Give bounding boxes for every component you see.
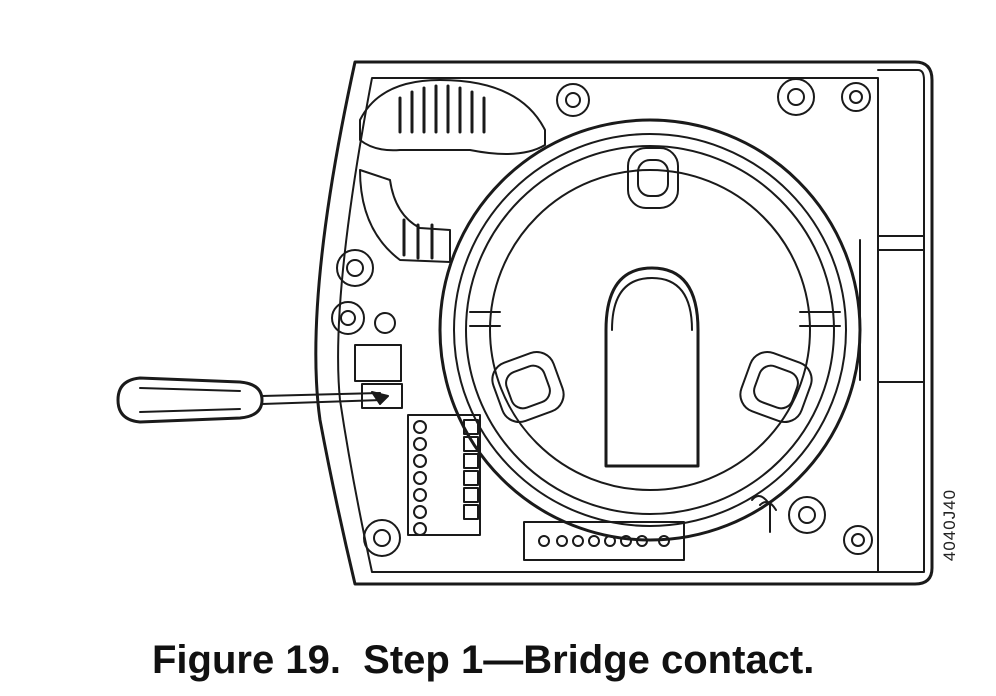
screw-icon <box>556 83 590 117</box>
screw-icon <box>843 525 873 555</box>
screw-icon <box>777 78 815 116</box>
housing-screws <box>331 78 873 557</box>
screw-icon <box>363 519 401 557</box>
screwdriver <box>116 376 389 424</box>
rotor-lug-right <box>739 350 813 424</box>
figure-caption: Figure 19. Step 1—Bridge contact. <box>152 638 815 682</box>
rotor-lug-top <box>627 147 679 209</box>
drawing-code-label: 4040J40 <box>930 470 970 580</box>
screw-icon <box>374 312 396 334</box>
screw-icon <box>841 82 871 112</box>
screw-icon <box>336 249 374 287</box>
drawing-code-text: 4040J40 <box>940 488 959 562</box>
screw-icon <box>788 496 826 534</box>
terminal-block <box>407 414 481 536</box>
rotor-assembly <box>438 118 862 542</box>
connector-strip <box>523 495 777 561</box>
screw-icon <box>331 301 365 335</box>
vent-grille <box>359 79 546 263</box>
rotor-lug-left <box>491 350 565 424</box>
bridge-contact <box>354 344 403 409</box>
